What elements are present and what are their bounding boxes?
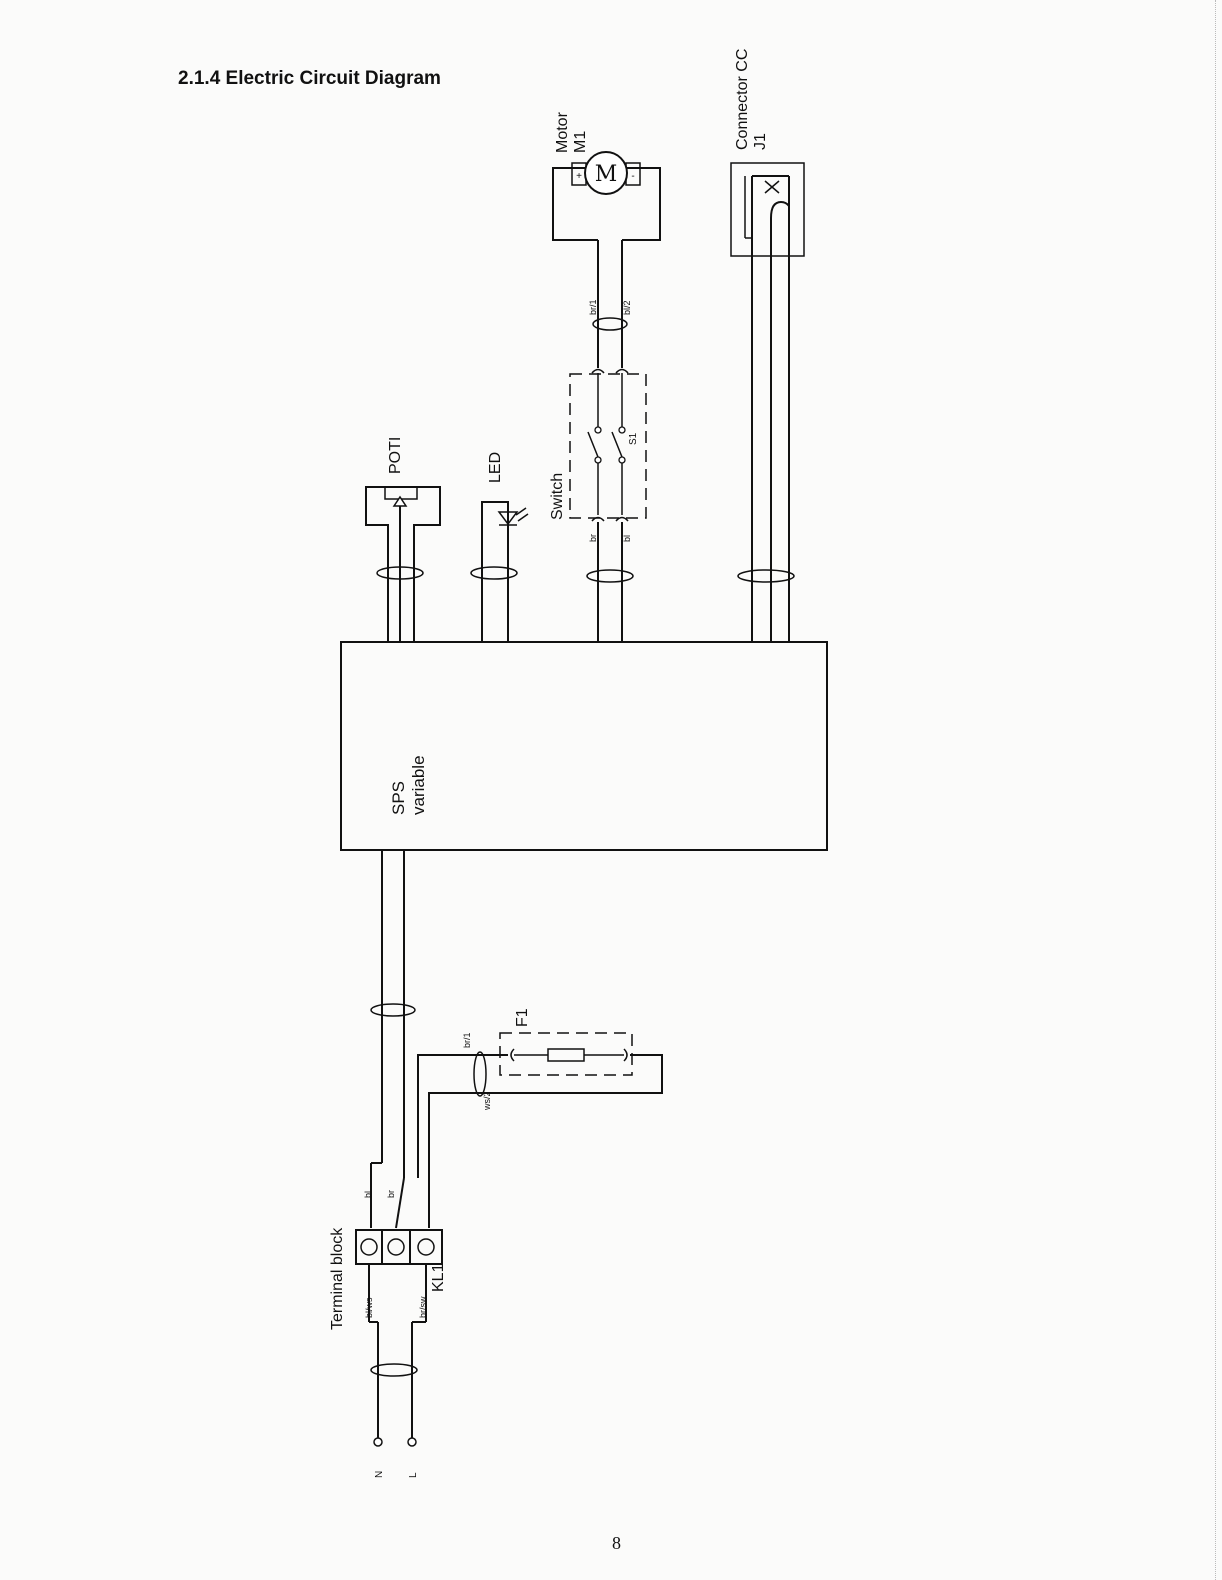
svg-text:+: + <box>576 171 582 182</box>
sps-controller-box <box>341 642 827 850</box>
fuse-label: F1 <box>514 1008 531 1027</box>
terminal-block-label: Terminal block <box>329 1227 346 1330</box>
page-edge-dotted-line <box>1215 0 1216 1580</box>
switch-label: Switch <box>549 473 566 520</box>
terminal-screw-1 <box>361 1239 377 1255</box>
svg-text:M1: M1 <box>572 131 589 153</box>
connector-symbol <box>731 163 804 642</box>
led-label: LED <box>487 452 504 483</box>
switch-cable-sleeve <box>587 570 633 582</box>
led-cable-sleeve <box>471 567 517 579</box>
svg-text:Connector CC: Connector CC <box>734 49 751 150</box>
svg-text:variable: variable <box>409 755 428 815</box>
svg-text:-: - <box>631 171 634 182</box>
terminal-screw-2 <box>388 1239 404 1255</box>
fuse-wire-ws-label: ws/2 <box>482 1091 492 1111</box>
led-symbol <box>471 502 528 642</box>
switch-wire-bl-label: bl <box>622 535 632 542</box>
svg-text:J1: J1 <box>752 133 769 150</box>
fuse-element <box>548 1049 584 1061</box>
fuse-cable-sleeve <box>474 1052 486 1096</box>
tb-wire-bl-label: bl <box>363 1191 373 1198</box>
sps-controller-label: SPS variable <box>389 755 428 815</box>
terminal-block <box>356 1230 442 1264</box>
line-terminal <box>408 1438 416 1446</box>
svg-text:Motor: Motor <box>554 111 571 153</box>
supply-wire-brsw-label: br/sw <box>418 1296 428 1318</box>
supply-wire-blws-label: bl/ws <box>364 1297 374 1318</box>
switch-dashed-enclosure <box>570 374 646 518</box>
poti-label: POTI <box>387 437 404 474</box>
motor-label: Motor M1 <box>554 111 589 153</box>
svg-text:SPS: SPS <box>389 781 408 815</box>
switch-ref-label: S1 <box>628 432 639 445</box>
motor-wire-br-label: br/1 <box>588 299 598 315</box>
neutral-label: N <box>374 1471 385 1478</box>
poti-symbol <box>366 487 440 642</box>
supply-wiring <box>371 850 662 1228</box>
line-label: L <box>408 1472 419 1478</box>
terminal-screw-3 <box>418 1239 434 1255</box>
neutral-terminal <box>374 1438 382 1446</box>
switch-wire-br-label: br <box>588 534 598 542</box>
fuse-dashed-enclosure <box>500 1033 632 1075</box>
svg-text:M: M <box>595 162 618 187</box>
fuse-wire-br-label: br/1 <box>462 1032 472 1048</box>
supply-cable-sleeve <box>371 1004 415 1016</box>
tb-wire-br-label: br <box>386 1190 396 1198</box>
motor-wire-bl-label: bl/2 <box>622 300 632 315</box>
page-number: 8 <box>612 1533 621 1554</box>
connector-label: Connector CC J1 <box>734 49 769 150</box>
mains-feed <box>369 1264 426 1446</box>
terminal-block-ref-label: KL1 <box>430 1263 447 1292</box>
connector-cable-sleeve <box>738 570 794 582</box>
motor-symbol: M + - <box>553 152 660 240</box>
